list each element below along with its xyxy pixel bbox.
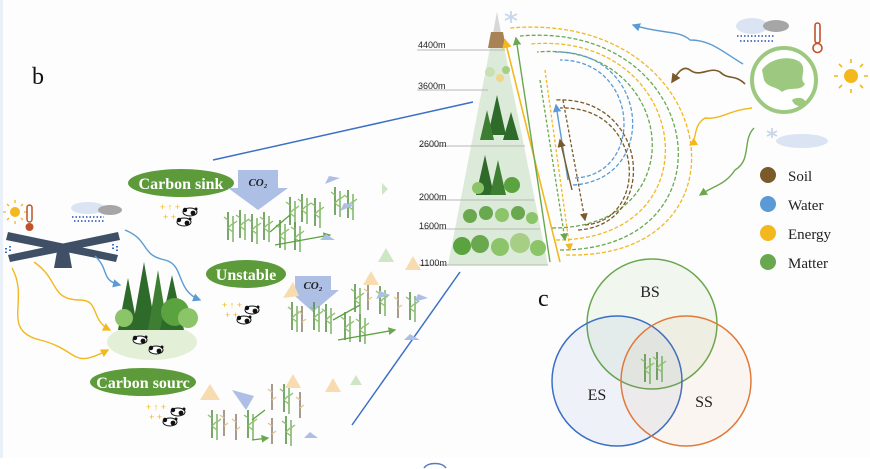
- left-border-strip: [0, 0, 3, 458]
- co2-small-arrow: [414, 294, 428, 302]
- state-pill: [90, 368, 196, 396]
- legend-swatch: [760, 167, 776, 183]
- co2-release-arrow: [378, 248, 394, 262]
- co2-release-arrow: [283, 282, 299, 298]
- legend-item-soil: Soil: [760, 167, 812, 185]
- co2-small-arrow: [325, 176, 340, 184]
- elevation-pyramid: 4400m 3600m 2600m 2000m 1600m 1100m: [417, 11, 548, 268]
- elevation-label: 1100m: [420, 258, 447, 268]
- venn-circle-ss: [620, 315, 752, 447]
- legend-label: Matter: [788, 256, 828, 272]
- earth-climate-group: [631, 18, 868, 196]
- energy-flow-arrow: [688, 107, 753, 146]
- legend-item-water: Water: [760, 196, 823, 214]
- venn-circle-es: [551, 315, 683, 447]
- bottom-logo-icon: [423, 462, 447, 469]
- co2-small-arrow: [304, 432, 318, 438]
- carbon-state-sink: Carbon sink CO₂: [128, 169, 388, 253]
- co2-small-arrow: [376, 291, 390, 299]
- co2-release-arrow: [350, 375, 362, 385]
- co2-absorb-arrow: CO₂: [288, 276, 339, 312]
- svg-text:CO₂: CO₂: [248, 177, 267, 189]
- carbon-state-source: Carbon sourc: [90, 368, 362, 447]
- forest-icon: [107, 262, 198, 360]
- zoom-guide-line-top: [212, 101, 474, 161]
- water-flow-arrow: [631, 23, 744, 65]
- water-flow-arrow: [124, 229, 202, 302]
- elevation-label: 4400m: [418, 40, 446, 50]
- legend: Soil Water Energy Matter: [760, 167, 832, 272]
- legend-item-matter: Matter: [760, 254, 828, 272]
- sun-icon: [834, 59, 868, 93]
- venn-label-ss: SS: [695, 394, 713, 411]
- thermometer-icon: [25, 204, 34, 231]
- soil-flow-arrow: [671, 67, 746, 85]
- zoom-guide-line-bottom: [351, 271, 461, 426]
- sun-icon: [3, 200, 27, 224]
- rain-cloud-icon: [736, 18, 789, 42]
- co2-small-arrow: [340, 203, 355, 211]
- state-pill: [206, 260, 286, 288]
- snowflake-icon: [504, 11, 518, 23]
- elevation-label: 2000m: [419, 192, 447, 202]
- state-label: Carbon sink: [139, 176, 224, 193]
- legend-swatch: [760, 225, 776, 241]
- energy-flow-arrow: [11, 267, 110, 360]
- legend-label: Soil: [788, 169, 812, 185]
- co2-small-arrow: [320, 234, 335, 240]
- legend-label: Water: [788, 198, 823, 214]
- state-label: Carbon sourc: [96, 375, 190, 392]
- globe-icon: [750, 46, 818, 114]
- legend-swatch: [760, 254, 776, 270]
- co2-release-arrow: [325, 378, 341, 392]
- co2-absorb-arrow: CO₂: [228, 170, 288, 210]
- state-label: Unstable: [216, 267, 276, 284]
- legend-swatch: [760, 196, 776, 212]
- co2-absorb-arrow: [232, 390, 254, 410]
- snow-cloud-icon: [766, 128, 828, 148]
- carbon-state-unstable: Unstable CO₂: [206, 248, 428, 345]
- svg-text:CO₂: CO₂: [303, 280, 322, 292]
- panel-label-c: c: [538, 286, 549, 312]
- bamboo-grove: [207, 383, 305, 447]
- elevation-label: 1600m: [419, 221, 447, 231]
- water-flow-arrow: [94, 255, 122, 288]
- flow-arcs: [502, 26, 693, 263]
- rain-cloud-icon: [71, 202, 122, 222]
- elevation-label: 3600m: [418, 81, 446, 91]
- state-pill: [128, 169, 234, 197]
- venn-diagram: BS ES SS: [551, 258, 752, 447]
- legend-item-energy: Energy: [760, 225, 832, 243]
- matter-flow-arrow: [698, 127, 755, 196]
- co2-release-arrow: [382, 183, 388, 195]
- elevation-label: 2600m: [419, 139, 447, 149]
- legend-label: Energy: [788, 227, 832, 243]
- thermometer-icon: [812, 22, 823, 54]
- climate-seesaw-group: [3, 200, 202, 360]
- co2-release-arrow: [405, 256, 421, 270]
- co2-release-arrow: [363, 271, 379, 285]
- co2-release-arrow: [285, 374, 301, 388]
- panel-label-b: b: [32, 64, 44, 90]
- co2-release-arrow: [200, 384, 220, 400]
- energy-flow-arrow: [33, 261, 112, 331]
- co2-small-arrow: [404, 334, 420, 340]
- venn-label-bs: BS: [640, 284, 660, 301]
- seesaw-icon: [5, 232, 120, 268]
- venn-label-es: ES: [588, 387, 607, 404]
